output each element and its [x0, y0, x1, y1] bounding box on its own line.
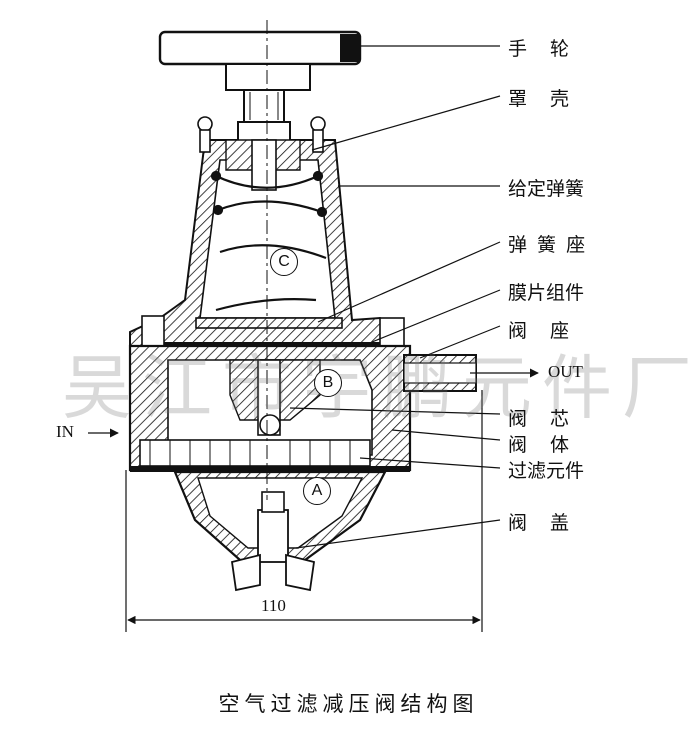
label-valve-body: 阀 体 — [508, 434, 572, 456]
chamber-c-marker: C — [270, 248, 298, 276]
handwheel — [158, 30, 362, 123]
chamber-b-marker: B — [314, 369, 342, 397]
label-setting-spring: 给定弹簧 — [508, 178, 585, 200]
label-diaphragm: 膜片组件 — [508, 282, 585, 304]
width-dimension-value: 110 — [261, 596, 286, 615]
label-filter-element: 过滤元件 — [508, 460, 585, 482]
bonnet-shell — [129, 116, 393, 347]
chamber-a-marker: A — [303, 477, 331, 505]
label-handwheel: 手 轮 — [508, 38, 572, 60]
out-port-label: OUT — [548, 362, 583, 381]
label-spring-seat: 弹 簧 座 — [508, 234, 588, 256]
label-cover: 罩 壳 — [508, 88, 572, 110]
label-valve-cap: 阀 盖 — [508, 512, 572, 534]
figure-caption: 空气过滤减压阀结构图 — [218, 692, 479, 716]
filter-bowl — [173, 470, 387, 592]
leader-lines — [289, 45, 501, 549]
valve-body — [128, 344, 477, 472]
width-dimension — [125, 390, 483, 632]
label-valve-core: 阀 芯 — [508, 408, 572, 430]
label-valve-seat: 阀 座 — [508, 320, 572, 342]
setting-spring — [210, 170, 328, 312]
in-port-label: IN — [56, 422, 74, 441]
